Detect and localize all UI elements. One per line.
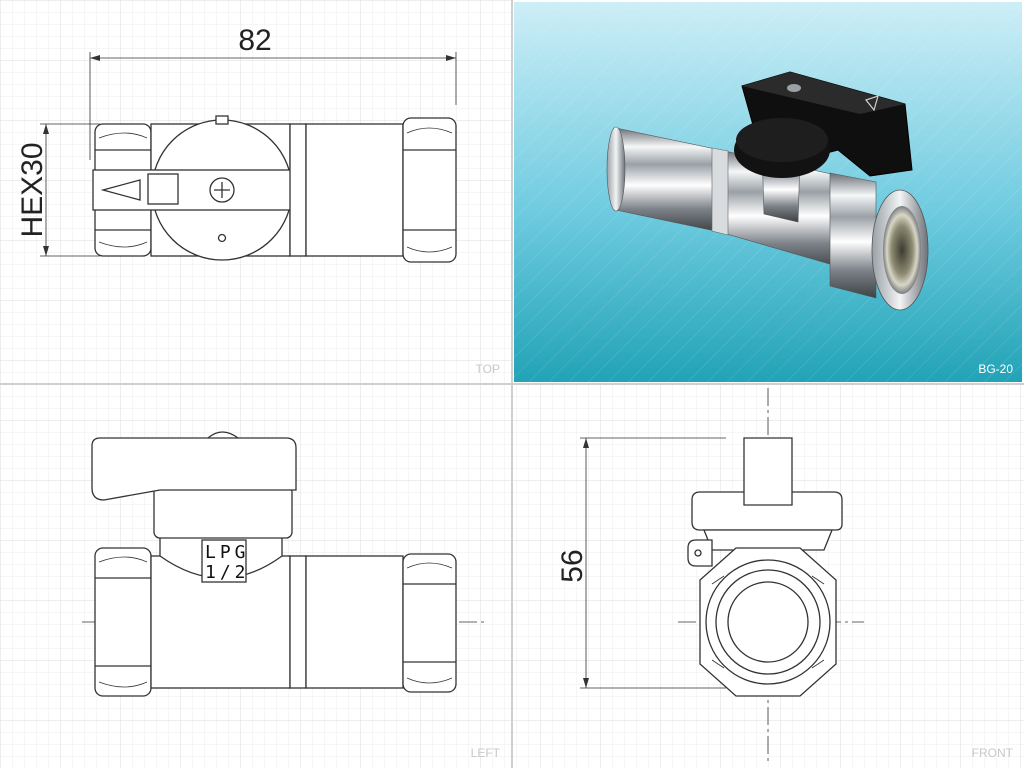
- left-left-hex-nut: [94, 547, 152, 697]
- front-handle: [691, 437, 843, 551]
- product-photo: BG-20: [514, 2, 1022, 382]
- photo-model-label: BG-20: [978, 362, 1013, 376]
- top-view: 82 HEX30: [16, 24, 500, 376]
- dimension-hex-label: HEX30: [16, 142, 49, 237]
- top-handle-tab: [215, 115, 229, 125]
- dimension-length: 82: [89, 24, 457, 160]
- front-view-label: FRONT: [972, 746, 1014, 760]
- top-pipe-body: [305, 123, 404, 257]
- dimension-height: 56: [556, 437, 726, 689]
- top-right-hex-nut: [402, 117, 457, 263]
- left-view: LPG 1/2 LEFT: [82, 431, 501, 760]
- top-lever: [92, 169, 292, 243]
- dimension-height-label: 56: [556, 549, 589, 582]
- front-view: 56 FRONT: [556, 388, 1014, 764]
- front-lock-ear: [687, 539, 713, 567]
- top-view-label: TOP: [476, 362, 500, 376]
- left-handle: [91, 431, 297, 539]
- left-valve-body: [150, 555, 291, 689]
- stamp-size: 1/2: [205, 562, 250, 583]
- left-pipe-body: [305, 555, 404, 689]
- front-hex-body: [699, 547, 837, 697]
- dimension-hex: HEX30: [16, 123, 100, 257]
- left-right-hex-nut: [402, 553, 457, 693]
- left-stamp: LPG 1/2: [201, 539, 250, 583]
- left-collar: [289, 555, 307, 689]
- left-view-label: LEFT: [471, 746, 501, 760]
- top-collar: [289, 123, 307, 257]
- dimension-length-label: 82: [238, 24, 271, 57]
- stamp-gas-type: LPG: [205, 542, 250, 563]
